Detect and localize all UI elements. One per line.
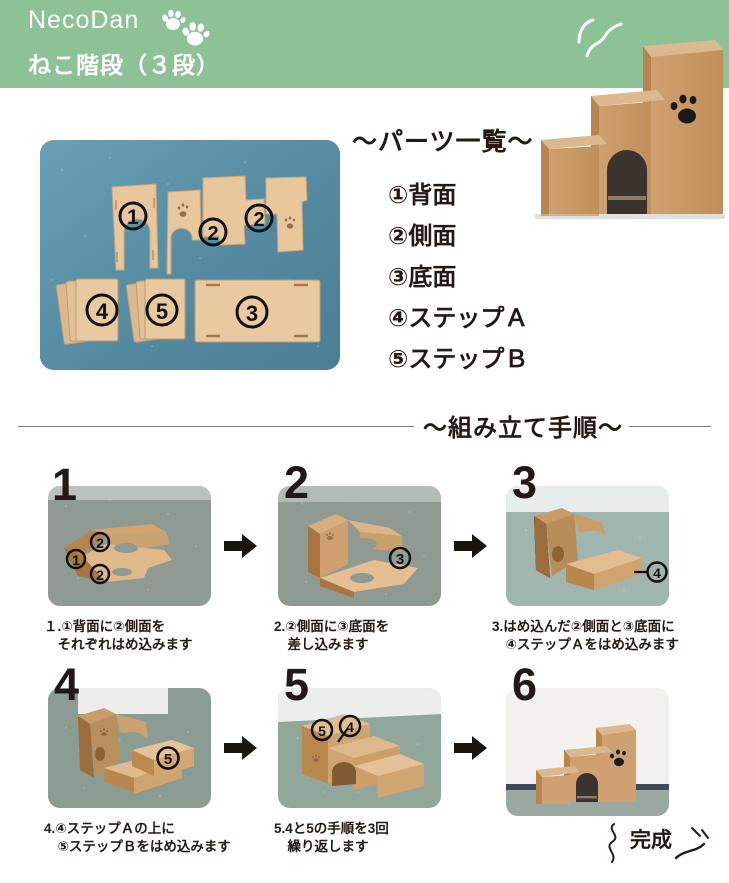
step-5-leader-line [337,727,349,743]
step-3-number: 3 [512,457,538,508]
step-1-caption: １.①背面に②側面を それぞれはめ込みます [44,619,193,652]
finish-brackets-icon [608,823,709,863]
svg-text:5: 5 [164,751,172,768]
finish-callout: 完成 [600,818,720,870]
step-5-photo: 5 4 [278,688,441,808]
paw-print-cutout [670,94,697,124]
parts-list-item-5: ⑤ステップＢ [388,346,529,373]
svg-text:4: 4 [96,299,109,324]
arch-opening [607,150,647,214]
svg-text:2: 2 [96,535,104,551]
parts-list-item-3: ③底面 [388,264,457,291]
parts-label-1: 1 [118,201,148,231]
step-3-label-4: 4 [646,561,668,583]
step-5-caption: 5.4と5の手順を3回 繰り返します [274,821,389,854]
step-1-photo: 2 1 2 [48,486,211,606]
parts-list-item-4: ④ステップＡ [388,305,529,332]
svg-text:4: 4 [346,719,354,735]
svg-text:1: 1 [127,206,139,229]
svg-text:2: 2 [96,567,104,583]
paw-print-icon [182,22,210,46]
parts-list-item-1: ①背面 [388,182,457,209]
svg-text:1: 1 [72,552,80,568]
parts-label-2a: 2 [198,217,228,247]
step-1-label-2-top: 2 [89,531,111,553]
svg-text:3: 3 [396,551,404,568]
step-4-number: 4 [54,659,80,710]
step-6-number: 6 [512,659,538,710]
step-6-paw-cutout [610,749,626,767]
brand-title: NecoDan [28,6,140,34]
step-5-label-5: 5 [310,718,334,742]
divider-left [18,426,414,427]
page-subtitle: ねこ階段（３段） [28,52,220,78]
svg-text:2: 2 [207,223,218,245]
step-1-label-1: 1 [65,548,87,570]
squiggle-lines-icon [577,18,623,58]
parts-list-heading: 〜パーツ一覧〜 [352,128,534,156]
parts-label-5: 5 [145,293,179,327]
step-4-caption: 4.④ステップＡの上に ⑤ステップＢをはめ込みます [44,821,231,854]
step-2-photo: 3 [278,486,441,606]
parts-label-4: 4 [85,293,119,327]
svg-text:2: 2 [253,209,264,231]
parts-label-3: 3 [235,295,269,329]
svg-text:5: 5 [156,299,168,324]
step-3-photo: 4 [506,486,669,606]
arrow-step-4-to-5-icon [224,736,257,760]
paw-print-icon [162,9,186,30]
hero-product-photo [535,40,725,230]
step-4-photo: 5 [48,688,211,808]
arrow-step-2-to-3-icon [454,534,487,558]
svg-text:3: 3 [246,301,258,326]
step-2-caption: 2.②側面に③底面を 差し込みます [274,619,390,652]
step-4-label-5: 5 [156,746,180,770]
step-2-number: 2 [284,457,310,508]
finish-label: 完成 [630,829,672,852]
svg-text:5: 5 [318,723,326,739]
parts-list-item-2: ②側面 [388,223,457,250]
step-6-photo [506,688,669,816]
step-1-number: 1 [52,459,78,510]
page-header: NecoDan ねこ階段（３段） [0,0,729,88]
arrow-step-1-to-2-icon [224,534,257,558]
divider-right [614,426,711,427]
step-5-label-4: 4 [338,714,362,738]
step-2-label-3: 3 [388,546,412,570]
svg-text:4: 4 [653,565,661,581]
step-3-caption: 3.はめ込んだ②側面と③底面に ④ステップＡをはめ込みます [492,619,679,652]
step-5-number: 5 [284,659,310,710]
steps-section-heading: 〜組み立て手順〜 [417,408,629,443]
step-1-label-2-bottom: 2 [89,563,111,585]
arrow-step-5-to-6-icon [454,736,487,760]
parts-label-2b: 2 [244,203,274,233]
parts-photo: 1 2 2 3 4 5 [40,140,340,370]
parts-list: ①背面 ②側面 ③底面 ④ステップＡ ⑤ステップＢ [388,175,688,380]
